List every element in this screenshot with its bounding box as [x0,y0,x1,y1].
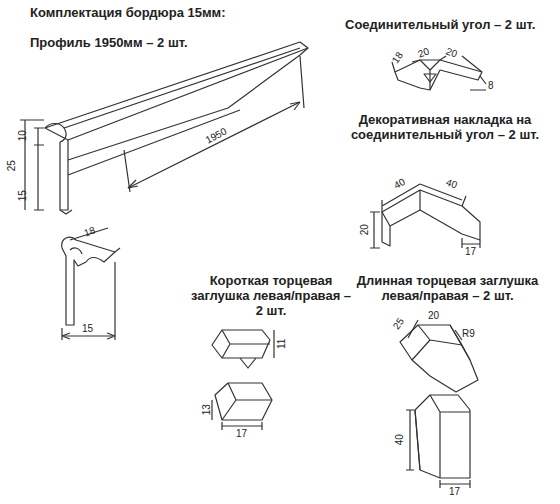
short-end-cap-drawing [212,330,274,430]
dimension-label: 25 [391,316,407,332]
dimension-label: 40 [444,176,458,191]
dimension-label: 40 [394,434,406,445]
dimension-label: 10 [17,130,29,141]
part-name: Соединительный угол – 2 шт. [345,18,535,33]
long-end-cap-drawing [400,320,478,488]
page-title: Комплектация бордюра 15мм: [30,6,226,21]
dimension-label: 11 [276,339,288,349]
part-name: Декоративная накладка на соединительный … [345,113,545,143]
dimension-label: 1950 [204,126,229,146]
dimension-label: 17 [236,428,247,440]
dimension-label: 25 [6,160,18,171]
dimension-label: 15 [82,323,93,335]
part-name: Длинная торцевая заглушка левая/правая –… [355,274,540,304]
dimension-label: 20 [359,224,371,235]
dimension-label: 15 [17,190,29,201]
dimension-label: 13 [201,404,213,415]
dimension-label: 18 [82,224,96,239]
decorative-overlay-drawing [370,184,480,248]
corner-connector-drawing [392,56,486,90]
part-name: Короткая торцевая заглушка левая/правая … [186,274,356,319]
dimension-label: 17 [449,486,460,498]
dimension-label: 20 [416,45,430,60]
dimension-label: 40 [392,176,407,191]
dimension-label: 20 [444,45,458,60]
profile-section [62,228,120,340]
dimension-label: R9 [462,328,475,340]
profile-drawing [20,42,308,214]
dimension-label: 8 [488,80,494,92]
part-name: Профиль 1950мм – 2 шт. [30,36,188,51]
dimension-label: 17 [465,246,476,258]
dimension-label: 20 [428,310,439,322]
